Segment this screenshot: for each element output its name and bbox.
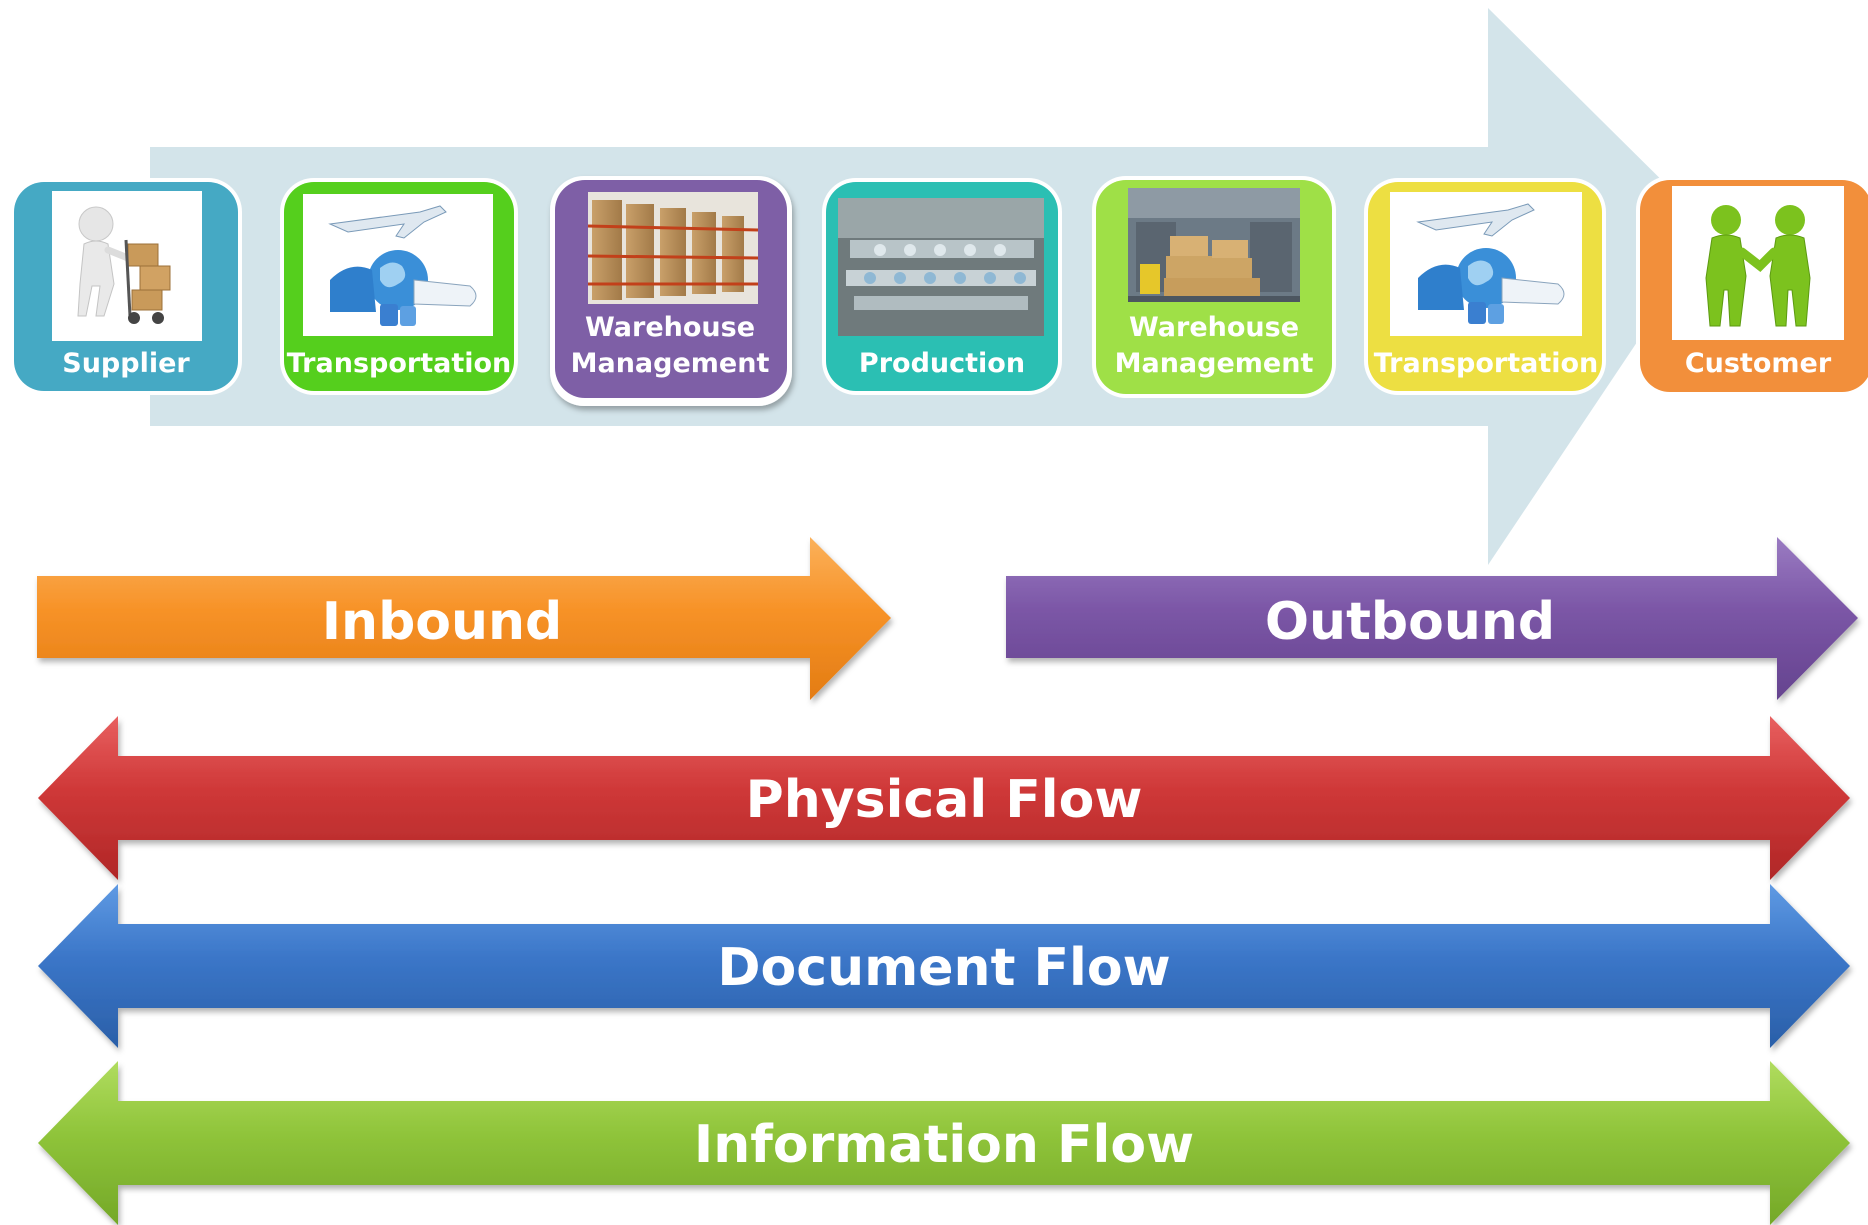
step-label-transportation-2: Transportation [1374,348,1599,379]
step-warehouse-2: Warehouse Management [1092,176,1336,398]
physical-flow-arrow: Physical Flow [38,716,1850,880]
outbound-arrow: Outbound [1006,537,1858,700]
physical-flow-label: Physical Flow [746,770,1143,830]
step-label-warehouse-2-line2: Management [1115,348,1314,379]
step-transportation-1: Transportation [280,178,518,395]
production-line-icon [838,198,1044,336]
information-flow-label: Information Flow [694,1115,1194,1175]
step-label-warehouse-1-line2: Management [571,348,770,379]
person-with-hand-truck-icon [77,206,171,324]
step-transportation-2: Transportation [1364,178,1606,395]
warehouse-forklift-icon [1128,188,1300,302]
step-label-production: Production [859,348,1025,379]
step-customer: Customer [1636,176,1868,396]
step-production: Production [822,178,1062,395]
document-flow-arrow: Document Flow [38,884,1850,1048]
outbound-label: Outbound [1265,592,1555,652]
step-warehouse-1: Warehouse Management [550,176,792,406]
step-label-warehouse-1-line1: Warehouse [585,312,755,343]
step-label-supplier: Supplier [62,348,190,379]
plane-globe-train-icon [328,205,477,326]
step-label-customer: Customer [1685,348,1832,379]
step-label-warehouse-2-line1: Warehouse [1129,312,1299,343]
plane-globe-train-icon [1416,203,1565,324]
inbound-label: Inbound [322,592,563,652]
warehouse-shelves-icon [587,192,759,304]
document-flow-label: Document Flow [717,938,1170,998]
inbound-arrow: Inbound [37,537,891,700]
information-flow-arrow: Information Flow [38,1061,1850,1225]
step-supplier: Supplier [10,178,242,395]
handshake-icon [1705,205,1811,327]
step-label-transportation-1: Transportation [287,348,512,379]
